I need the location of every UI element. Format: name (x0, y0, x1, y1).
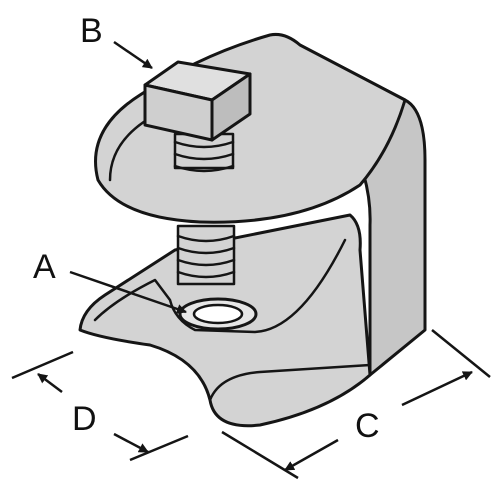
label-a: A (33, 248, 56, 286)
dimension-d (11, 350, 189, 462)
screw-threads-lower (176, 234, 236, 279)
dimension-c (221, 329, 491, 480)
leader-b (113, 40, 153, 70)
threaded-hole-inner (192, 303, 244, 325)
leader-a (69, 270, 187, 314)
square-head-side (210, 72, 252, 142)
label-d: D (72, 400, 97, 438)
label-c: C (355, 407, 380, 445)
clamp-base-front (208, 363, 372, 402)
screw-threads-upper (173, 140, 235, 173)
clamp-base-lip (93, 238, 347, 334)
label-b: B (80, 12, 103, 50)
